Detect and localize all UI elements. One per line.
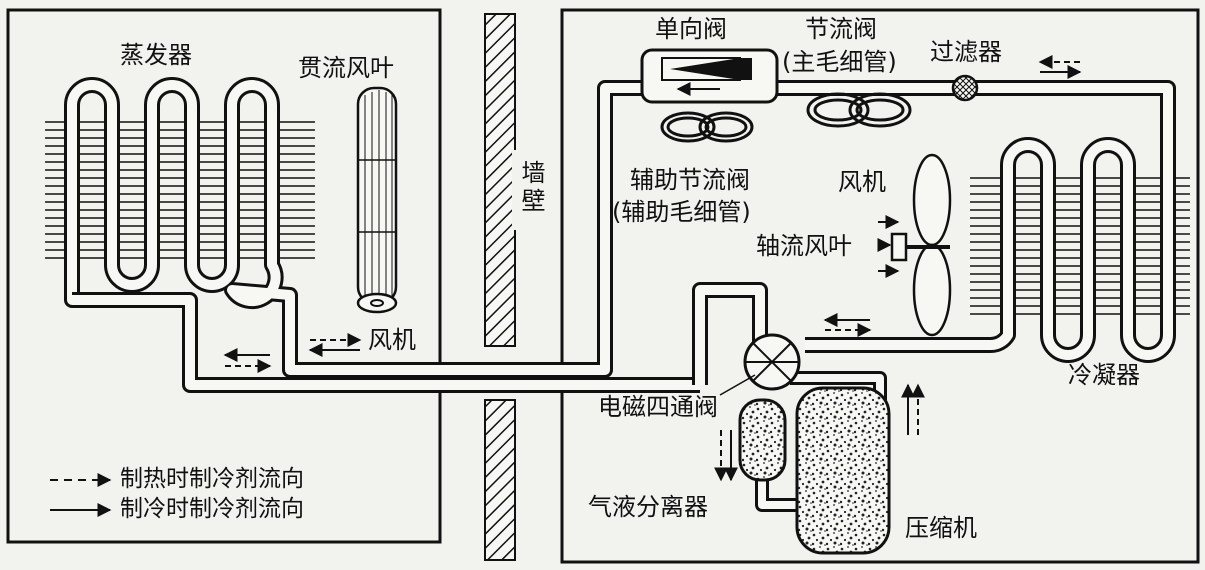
aux-throttle-valve-label: 辅助节流阀 bbox=[630, 166, 750, 194]
four-way-valve-icon bbox=[743, 333, 801, 391]
indoor-pipe bbox=[64, 77, 700, 393]
aux-capillary-coil bbox=[660, 111, 754, 143]
outdoor-unit-frame bbox=[560, 8, 1200, 564]
axial-fan-label: 轴流风叶 bbox=[756, 232, 852, 260]
wall bbox=[484, 13, 552, 561]
throttle-valve-label: 节流阀 bbox=[805, 15, 877, 43]
four-way-valve-label: 电磁四通阀 bbox=[598, 393, 718, 421]
flow-arrows bbox=[223, 55, 1082, 482]
wall-label: 墙壁 bbox=[517, 160, 545, 216]
outdoor-fan-label: 风机 bbox=[838, 168, 886, 196]
legend-arrows bbox=[50, 473, 112, 517]
gas-liquid-separator-icon bbox=[738, 398, 787, 482]
four-way-valve-leader bbox=[719, 374, 756, 396]
evaporator-label: 蒸发器 bbox=[120, 41, 192, 69]
gas-liquid-separator-label: 气液分离器 bbox=[588, 493, 708, 521]
condenser-label: 冷凝器 bbox=[1068, 361, 1140, 389]
indoor-fan-label: 风机 bbox=[368, 326, 416, 354]
filter-icon bbox=[951, 74, 979, 102]
aux-capillary-label: (辅助毛细管) bbox=[612, 198, 751, 226]
indoor-unit-frame bbox=[6, 8, 442, 544]
check-valve-icon bbox=[640, 48, 779, 104]
check-valve-label: 单向阀 bbox=[655, 15, 727, 43]
main-capillary-coil bbox=[806, 92, 912, 128]
main-capillary-label: (主毛细管) bbox=[782, 48, 897, 76]
legend-heating-label: 制热时制冷剂流向 bbox=[120, 466, 304, 492]
crossflow-fan-icon bbox=[356, 86, 398, 314]
legend-cooling-label: 制冷时制冷剂流向 bbox=[120, 496, 304, 522]
crossflow-fan-label: 贯流风叶 bbox=[298, 54, 394, 82]
compressor-label: 压缩机 bbox=[905, 514, 977, 542]
compressor-icon bbox=[795, 386, 891, 555]
axial-fan-icon bbox=[877, 153, 952, 337]
filter-label: 过滤器 bbox=[930, 38, 1002, 66]
